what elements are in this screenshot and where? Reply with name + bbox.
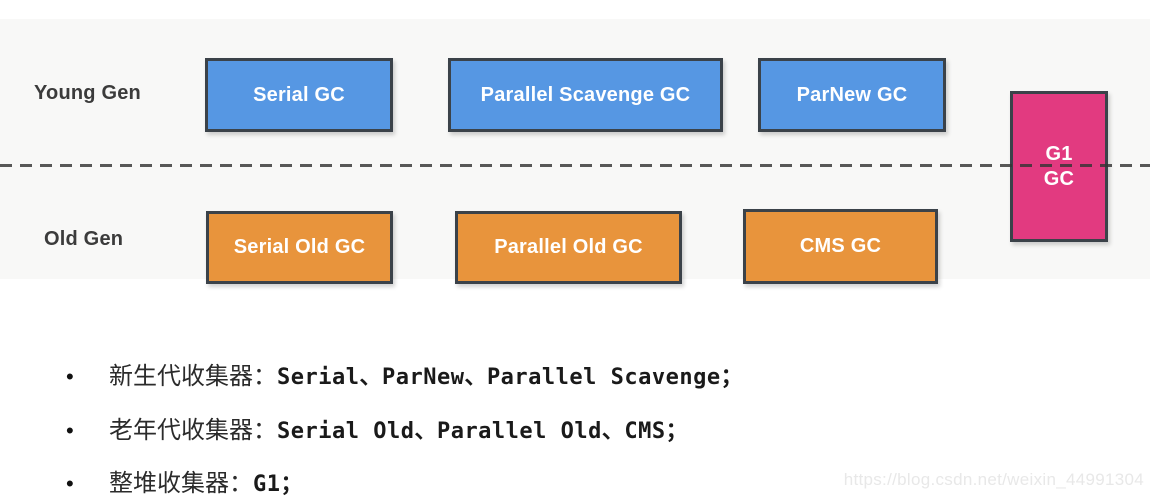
bullet-code-text: G1； bbox=[253, 472, 303, 497]
bullet-icon: • bbox=[66, 471, 74, 496]
parallel-old-gc-box: Parallel Old GC bbox=[455, 211, 682, 284]
parnew-gc-label: ParNew GC bbox=[796, 83, 908, 106]
gc-diagram-panel: Young Gen Serial GC Parallel Scavenge GC… bbox=[0, 19, 1150, 284]
parallel-scavenge-gc-label: Parallel Scavenge GC bbox=[480, 83, 691, 106]
cms-gc-label: CMS GC bbox=[799, 235, 882, 257]
parallel-scavenge-gc-box: Parallel Scavenge GC bbox=[448, 58, 723, 132]
serial-gc-label: Serial GC bbox=[253, 83, 345, 106]
old-gen-label: Old Gen bbox=[44, 228, 124, 250]
bullet-icon: • bbox=[66, 364, 74, 389]
g1-gc-label-line1: G1 bbox=[1045, 142, 1073, 165]
serial-old-gc-box: Serial Old GC bbox=[206, 211, 393, 284]
bullet-item-whole-heap-collector: • 整堆收集器： G1； bbox=[60, 463, 303, 498]
bullet-icon: • bbox=[66, 418, 74, 443]
parnew-gc-box: ParNew GC bbox=[758, 58, 946, 132]
bullet-item-young-collectors: • 新生代收集器： Serial、ParNew、Parallel Scaveng… bbox=[60, 356, 743, 391]
cms-gc-box: CMS GC bbox=[743, 209, 938, 284]
young-gen-label: Young Gen bbox=[34, 82, 141, 104]
serial-gc-box: Serial GC bbox=[205, 58, 393, 132]
csdn-watermark: https://blog.csdn.net/weixin_44991304 bbox=[843, 470, 1144, 489]
parallel-old-gc-label: Parallel Old GC bbox=[494, 236, 643, 258]
generation-divider-dashed-line bbox=[0, 164, 1150, 167]
bullet-code-text: Serial、ParNew、Parallel Scavenge； bbox=[277, 365, 744, 390]
bullet-label: 老年代收集器： bbox=[109, 418, 277, 444]
bullet-label: 整堆收集器： bbox=[109, 471, 253, 497]
serial-old-gc-label: Serial Old GC bbox=[233, 236, 366, 258]
bullet-item-old-collectors: • 老年代收集器： Serial Old、Parallel Old、CMS； bbox=[60, 410, 688, 445]
g1-gc-label-line2: GC bbox=[1043, 167, 1075, 190]
bullet-code-text: Serial Old、Parallel Old、CMS； bbox=[277, 419, 689, 444]
bullet-label: 新生代收集器： bbox=[109, 364, 277, 390]
